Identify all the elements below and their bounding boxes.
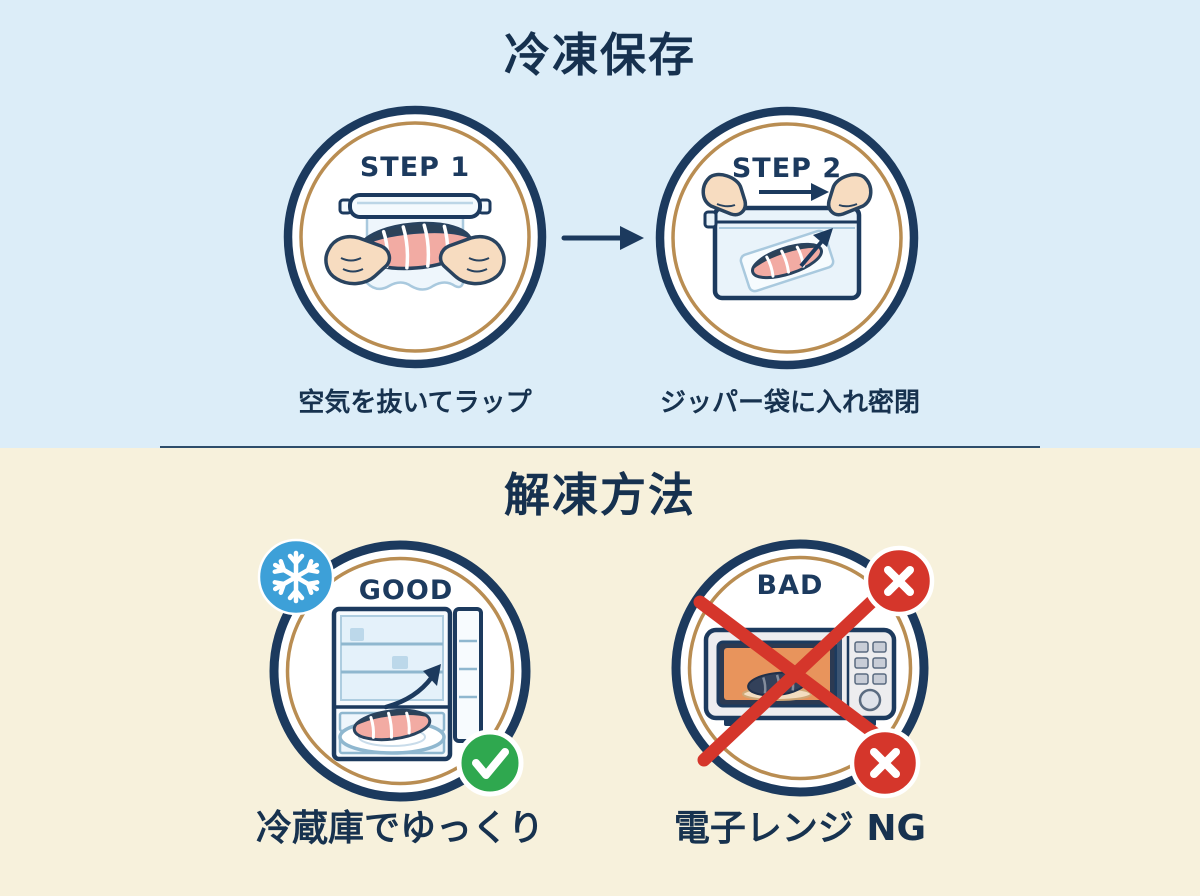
- control-buttons: [854, 641, 887, 712]
- step1-circle: STEP 1: [283, 105, 547, 369]
- x-badge-bottom: [849, 727, 921, 799]
- section-divider: [160, 446, 1040, 448]
- check-badge: [456, 729, 524, 797]
- x-badge-top: [863, 545, 935, 617]
- hands-wrapping-salmon-illustration: [324, 193, 506, 291]
- x-icon: [884, 566, 914, 596]
- left-pinch-hand-icon: [701, 172, 748, 217]
- step2-gold-ring: [671, 122, 903, 354]
- plate-with-salmon-icon: [338, 708, 446, 755]
- microwave-knob: [858, 688, 882, 712]
- wrapped-fillet-icon: [739, 229, 835, 293]
- door-handle: [837, 638, 842, 710]
- snowflake-badge: [257, 538, 335, 616]
- thaw-section-background: [0, 448, 1200, 896]
- slide-arrow-icon: [759, 183, 829, 201]
- right-pinch-hand-icon: [826, 172, 873, 217]
- arrow-right-icon: [561, 226, 644, 250]
- air-out-arrow-icon: [799, 228, 833, 268]
- fridge-open-door: [453, 607, 483, 743]
- good-caption: 冷蔵庫でゆっくり: [255, 808, 544, 849]
- step2-circle: STEP 2: [655, 106, 919, 370]
- right-hand-icon: [438, 234, 506, 286]
- check-icon: [472, 748, 509, 779]
- step1-caption: 空気を抜いてラップ: [298, 388, 532, 418]
- step1-label: STEP 1: [360, 152, 470, 183]
- freeze-section-background: [0, 0, 1200, 448]
- thaw-title: 解凍方法: [504, 468, 696, 522]
- good-label: GOOD: [359, 575, 453, 606]
- curved-arrow-icon: [383, 664, 441, 710]
- bad-gold-ring: [687, 555, 913, 781]
- red-cross-overlay: [693, 587, 909, 767]
- left-hand-icon: [324, 234, 392, 286]
- bad-caption: 電子レンジ NG: [673, 808, 927, 849]
- wrap-roll-icon: [338, 193, 492, 219]
- step1-gold-ring: [299, 121, 531, 353]
- step2-label: STEP 2: [732, 153, 842, 184]
- salmon-in-zipper-bag-illustration: [701, 172, 873, 301]
- zipper-tab: [703, 210, 718, 229]
- freeze-title: 冷凍保存: [504, 28, 696, 82]
- bad-label: BAD: [757, 570, 824, 601]
- good-gold-ring: [285, 556, 515, 786]
- step2-caption: ジッパー袋に入れ密閉: [659, 388, 920, 418]
- bad-circle: BAD: [671, 539, 935, 799]
- good-circle: GOOD: [257, 538, 531, 802]
- x-icon: [870, 748, 900, 778]
